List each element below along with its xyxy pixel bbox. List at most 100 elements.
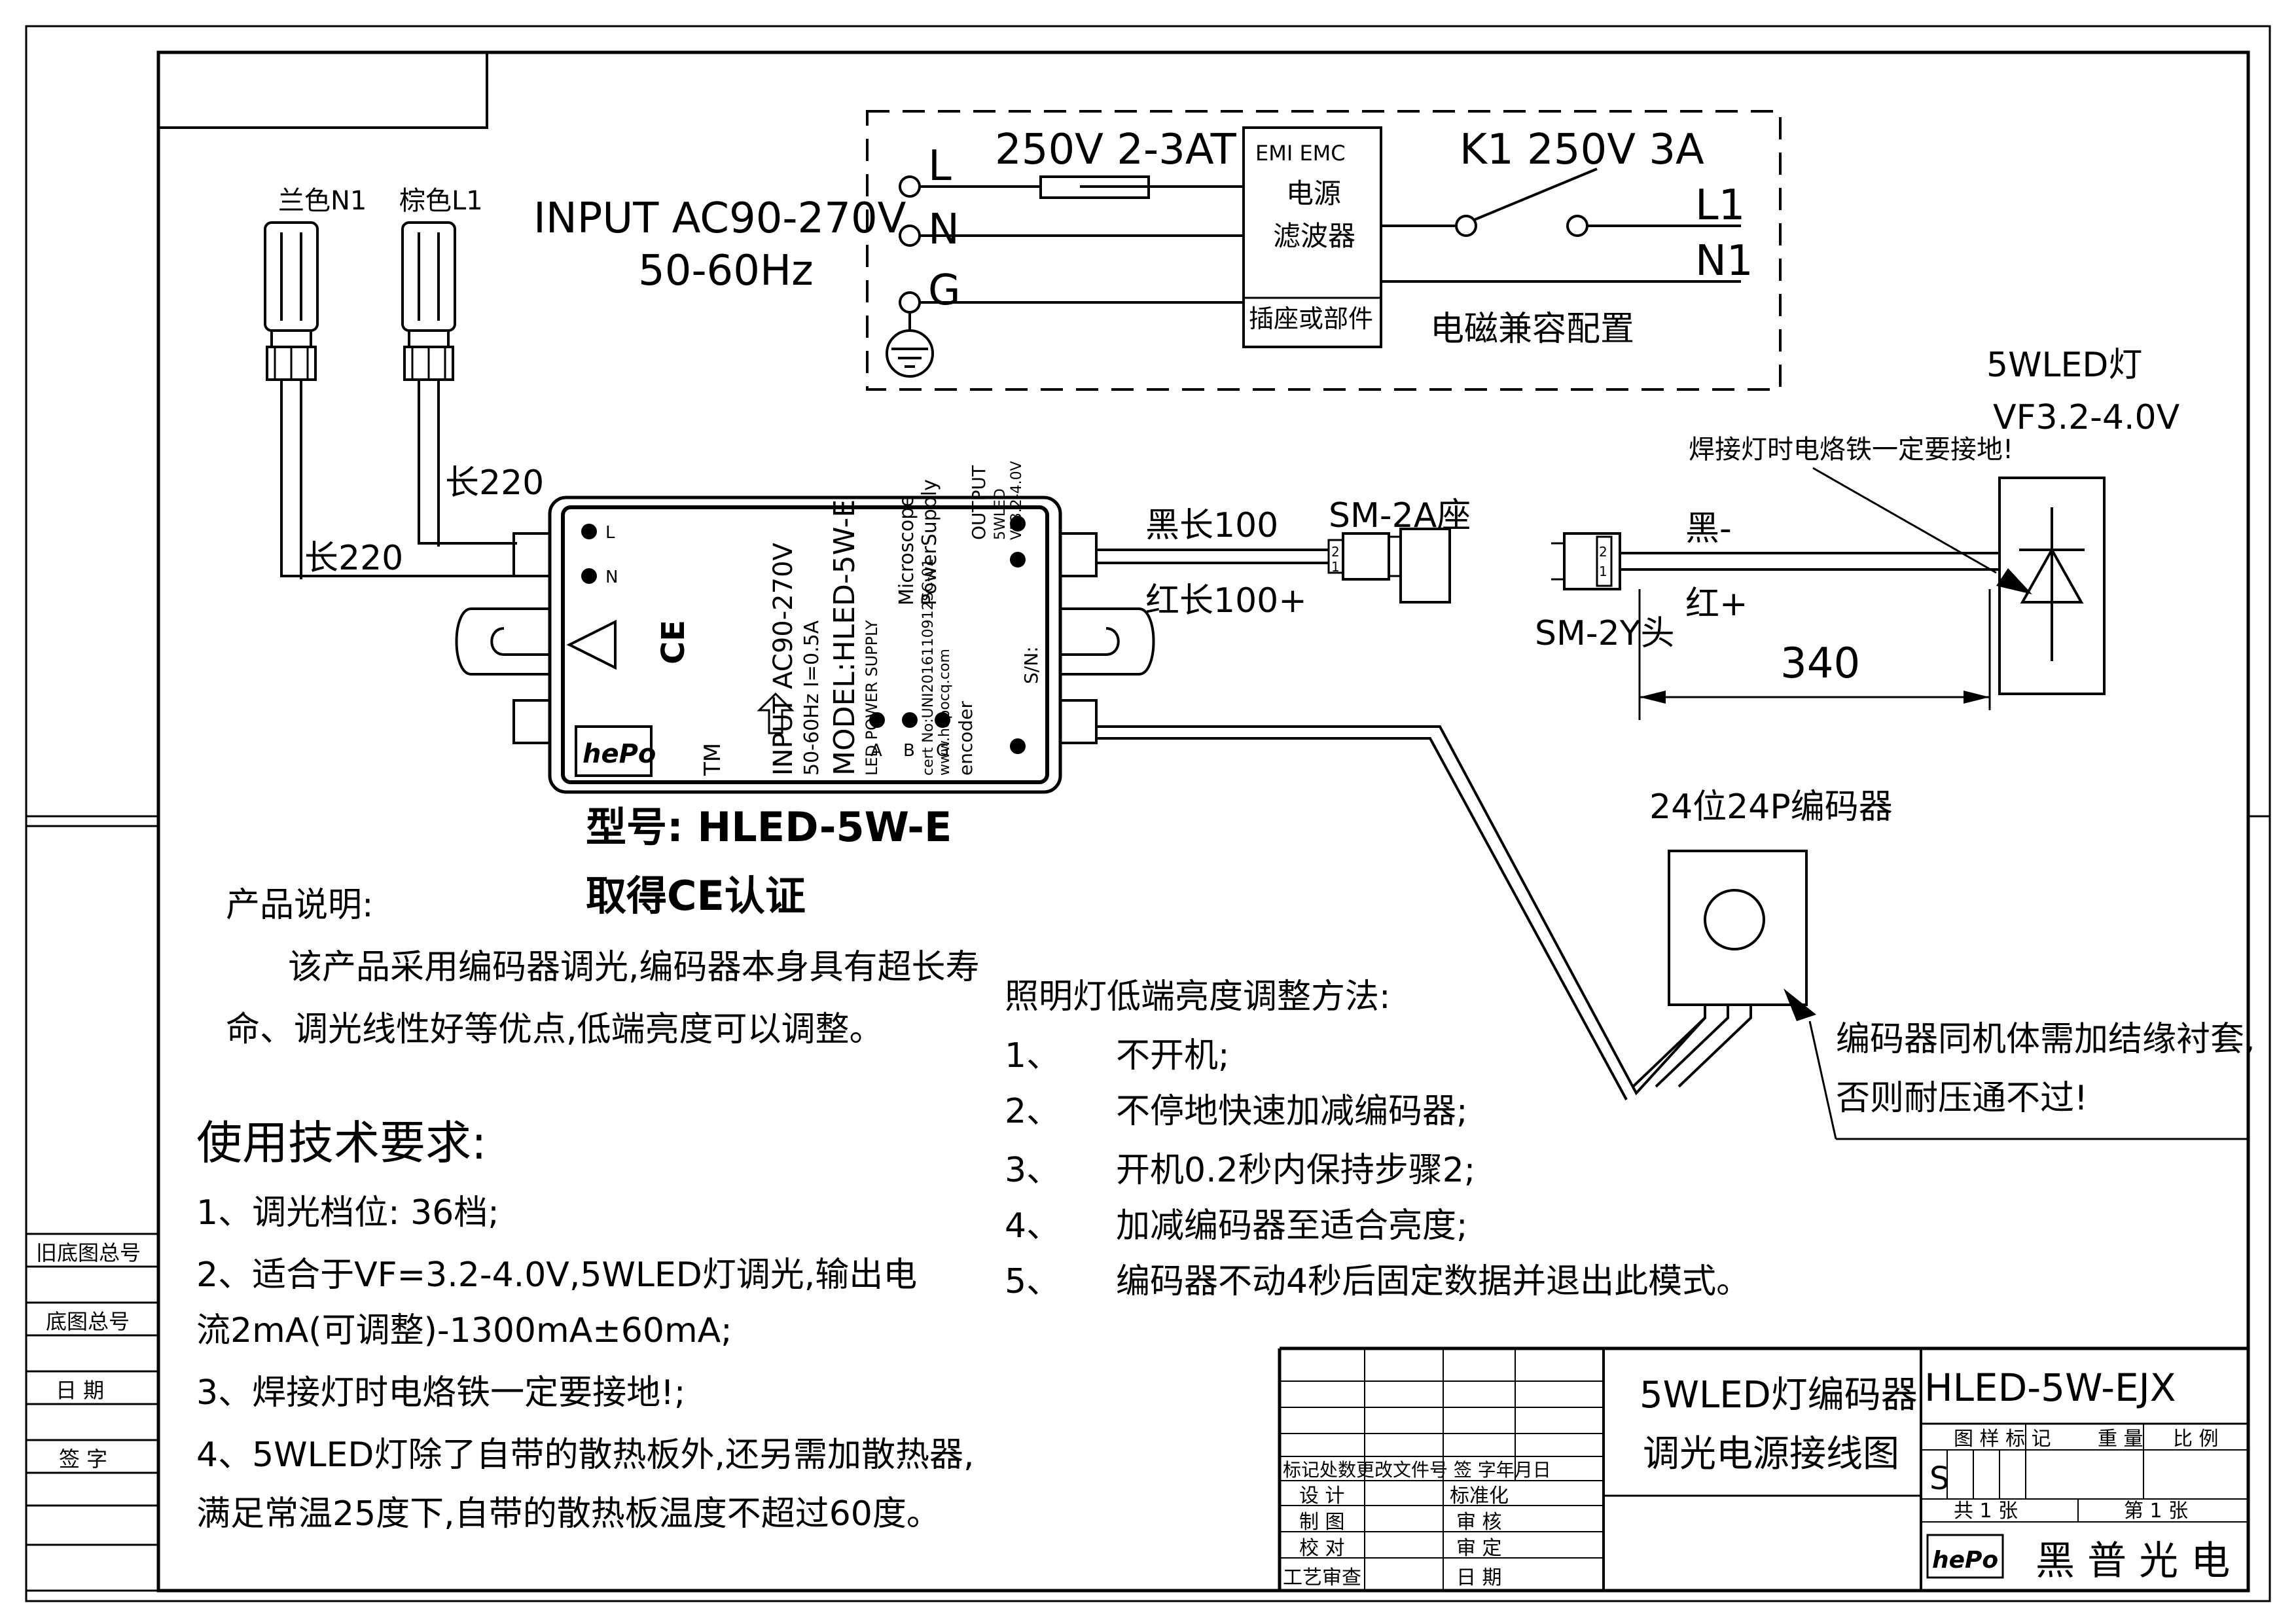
red-wire-length-label: 红长100+ [1145, 581, 1307, 621]
svg-text:2: 2 [1331, 544, 1340, 560]
terminal-l [899, 175, 921, 198]
wire-blue-label: 兰色N1 [278, 186, 367, 216]
product-desc-title: 产品说明: [226, 886, 374, 925]
side-label-signature: 签 字 [59, 1447, 107, 1471]
warning-triangle-icon [566, 619, 617, 670]
emi-filter-box [1242, 126, 1382, 348]
product-desc-line-1: 该产品采用编码器调光,编码器本身具有超长寿 [288, 948, 980, 987]
device-brand: Microscope [895, 495, 918, 605]
requirement-4: 4、5WLED灯除了自带的散热板外,还另需加散热器, [196, 1435, 975, 1475]
device-brand-2: PowerSupply [918, 479, 941, 605]
device-input-current: 50-60Hz I=0.5A [800, 620, 823, 776]
ce-mark-icon: CE [655, 620, 692, 664]
pin-l-dot [581, 524, 597, 539]
step-4-number: 4、 [1005, 1206, 1060, 1246]
role-review: 审 核 [1456, 1511, 1502, 1534]
encoder-pin-g-label: G [936, 741, 949, 761]
pin-n-label: N [605, 568, 618, 587]
filter-line-1: EMI EMC [1255, 141, 1346, 166]
sm-2y-plug-icon: 2 1 [1551, 532, 1621, 590]
terminal-l-label: L [928, 142, 952, 190]
encoder-note-1: 编码器同机体需加结缘衬套, [1836, 1020, 2255, 1059]
led-solder-warning: 焊接灯时电烙铁一定要接地! [1689, 435, 2013, 465]
pin-n-dot [581, 568, 597, 584]
weight-header: 重 量 [2098, 1428, 2144, 1451]
led-title: 5WLED灯 [1986, 346, 2142, 385]
side-stamp-table: 旧底图总号 底图总号 日 期 签 字 [26, 825, 158, 1592]
side-label-date: 日 期 [56, 1378, 104, 1403]
device-sn: S/N: [1020, 646, 1042, 684]
device-output-led: 5WLED [992, 488, 1009, 540]
socket-label: SM-2A座 [1329, 496, 1471, 535]
revision-header: 标记处数更改文件号 签 字年月日 [1283, 1459, 1551, 1481]
emc-config-box: L N G 250V 2-3AT EMI EMC 电源 滤波器 插座或部件 [866, 110, 1782, 391]
device-website: www.hepocq.com [937, 649, 953, 776]
encoder: 24位24P编码器 编码器同机体需加结缘衬套, 否则耐压通不过! [1096, 725, 2255, 1140]
requirement-3: 3、焊接灯时电烙铁一定要接地!; [196, 1373, 685, 1413]
led-lamp: 5WLED灯 VF3.2-4.0V 焊接灯时电烙铁一定要接地! [1689, 346, 2180, 695]
step-1-number: 1、 [1005, 1036, 1060, 1075]
step-5-number: 5、 [1005, 1262, 1060, 1301]
encoder-pin-g-dot [935, 712, 950, 728]
device-tm: TM [700, 743, 726, 776]
low-end-title: 照明灯低端亮度调整方法: [1005, 977, 1391, 1017]
device-type: LED POWER SUPPLY [863, 620, 881, 776]
encoder-title: 24位24P编码器 [1649, 787, 1893, 827]
side-label-drawing-no: 底图总号 [46, 1309, 130, 1334]
power-supply-device: TM INPUT AC90-270V 50-60Hz I=0.5A MODEL:… [455, 461, 1155, 794]
product-desc-line-2: 命、调光线性好等优点,低端亮度可以调整。 [226, 1010, 884, 1049]
role-check: 校 对 [1299, 1537, 1345, 1560]
step-1-text: 不开机; [1116, 1036, 1230, 1075]
input-voltage-label: INPUT AC90-270V [533, 194, 906, 243]
svg-text:2: 2 [1599, 544, 1607, 560]
low-end-brightness-steps: 照明灯低端亮度调整方法: 1、 不开机; 2、 不停地快速加减编码器; 3、 开… [1005, 977, 1750, 1301]
output-n1-label: N1 [1695, 237, 1753, 285]
drawing-code: HLED-5W-EJX [1924, 1365, 2176, 1410]
filter-line-2: 电源 [1286, 177, 1341, 209]
svg-text:1: 1 [1331, 559, 1340, 575]
filter-bottom-label: 插座或部件 [1249, 304, 1373, 333]
role-standard: 标准化 [1450, 1485, 1509, 1507]
drawing-name-1: 5WLED灯编码器 [1640, 1374, 1918, 1416]
wire-length-left-label: 长220 [304, 539, 403, 578]
led-body [1998, 477, 2106, 695]
device-encoder-label: encoder [955, 701, 977, 776]
device-input-label: INPUT AC90-270V [768, 542, 798, 776]
requirement-2-cont: 流2mA(可调整)-1300mA±60mA; [196, 1311, 732, 1350]
svg-text:hePo: hePo [1932, 1547, 1998, 1574]
encoder-pin-a-dot [869, 712, 885, 728]
device-output: OUTPUT [968, 465, 990, 540]
dimension-340-label: 340 [1780, 640, 1860, 688]
switch-contact-left [1455, 215, 1477, 237]
diode-icon [2020, 547, 2084, 604]
switch-contact-right [1566, 215, 1588, 237]
wire-brown-label: 棕色L1 [399, 186, 483, 216]
role-process: 工艺审查 [1283, 1566, 1361, 1589]
sheets-total: 共 1 张 [1954, 1500, 2018, 1523]
encoder-knob-icon [1704, 889, 1765, 950]
device-cert: cert No:UNI2016110912SC-01 [920, 558, 937, 776]
sn-dot [1010, 738, 1026, 754]
sheet-frame [25, 25, 2271, 1602]
terminal-g [899, 291, 921, 314]
fuse-label: 250V 2-3AT [995, 126, 1237, 174]
plug-label: SM-2Y头 [1535, 614, 1675, 653]
scale-header: 比 例 [2173, 1428, 2219, 1451]
drawing-name-2: 调光电源接线图 [1643, 1433, 1899, 1475]
encoder-body [1668, 850, 1808, 1006]
plug-blue-icon [264, 221, 319, 381]
side-label-old-drawing-no: 旧底图总号 [36, 1240, 141, 1265]
step-5-text: 编码器不动4秒后固定数据并退出此模式。 [1116, 1262, 1750, 1301]
encoder-pin-b-label: B [903, 741, 915, 761]
technical-requirements: 使用技术要求: 1、调光档位: 36档; 2、适合于VF=3.2-4.0V,5W… [196, 1116, 975, 1534]
plug-brown-icon [401, 221, 456, 381]
encoder-note-2: 否则耐压通不过! [1836, 1079, 2088, 1118]
step-3-text: 开机0.2秒内保持步骤2; [1116, 1151, 1475, 1190]
requirement-2: 2、适合于VF=3.2-4.0V,5WLED灯调光,输出电 [196, 1255, 917, 1295]
sheet-number: 第 1 张 [2124, 1500, 2188, 1523]
step-2-text: 不停地快速加减编码器; [1116, 1092, 1468, 1131]
model-caption: 型号: HLED-5W-E [586, 803, 952, 851]
terminal-g-label: G [928, 266, 961, 315]
red-wire-label: 红+ [1685, 585, 1748, 624]
